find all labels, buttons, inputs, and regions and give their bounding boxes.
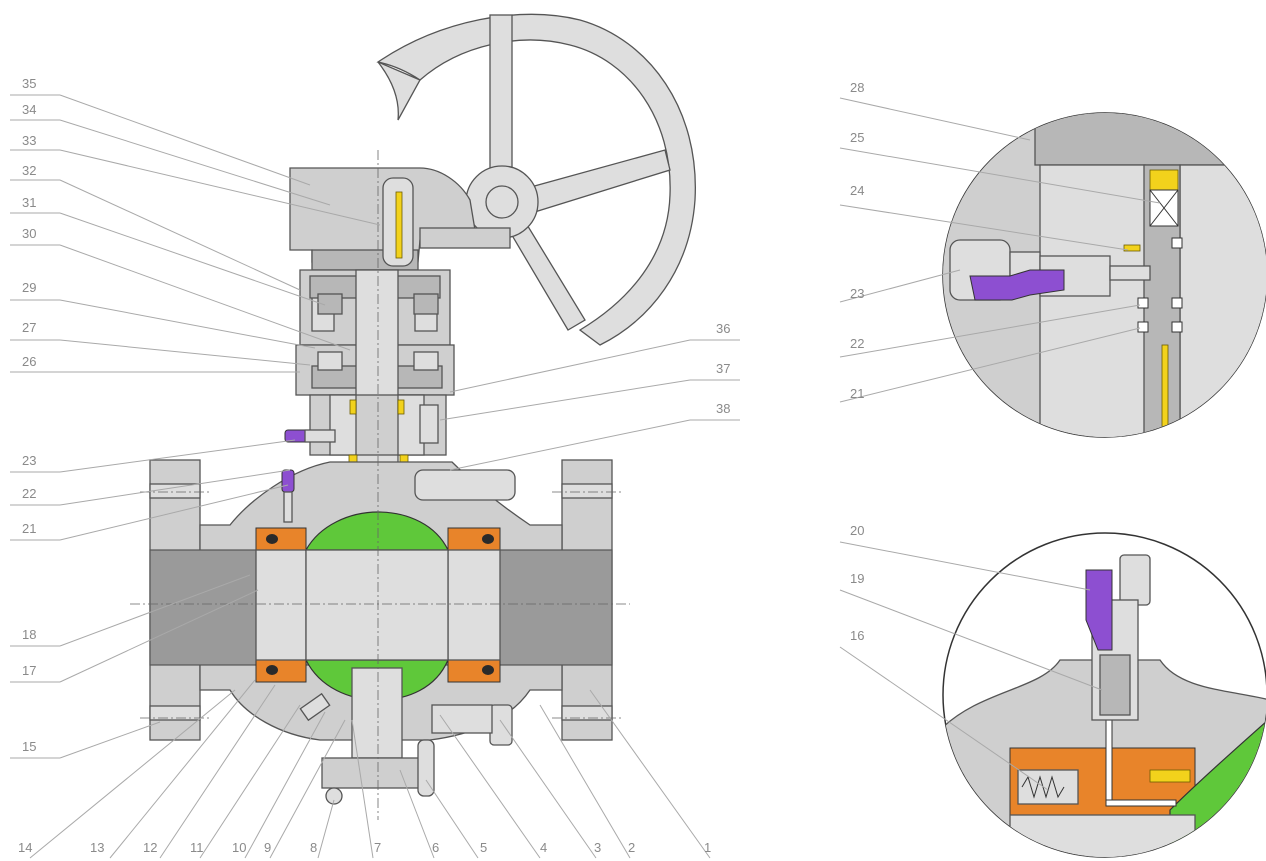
callout-14: 14 bbox=[18, 840, 32, 855]
grease-injector-top bbox=[281, 429, 336, 523]
detail-callout-19: 19 bbox=[850, 571, 864, 586]
callout-37: 37 bbox=[716, 361, 730, 376]
callout-12: 12 bbox=[143, 840, 157, 855]
detail-callout-24: 24 bbox=[850, 183, 864, 198]
callout-27: 27 bbox=[22, 320, 36, 335]
detail-callout-25: 25 bbox=[850, 130, 864, 145]
callout-10: 10 bbox=[232, 840, 246, 855]
detail-view-stem-injector: 28 25 24 23 22 21 bbox=[839, 80, 1266, 438]
detail-callout-22: 22 bbox=[850, 336, 864, 351]
detail-view-seat-injector: 20 19 16 bbox=[839, 523, 1266, 858]
detail-callout-28: 28 bbox=[850, 80, 864, 95]
callout-26: 26 bbox=[22, 354, 36, 369]
lower-trunnion bbox=[321, 667, 435, 805]
callout-1: 1 bbox=[704, 840, 711, 855]
callout-38: 38 bbox=[716, 401, 730, 416]
callout-35: 35 bbox=[22, 76, 36, 91]
callout-9: 9 bbox=[264, 840, 271, 855]
callout-34: 34 bbox=[22, 102, 36, 117]
callout-15: 15 bbox=[22, 739, 36, 754]
callout-30: 30 bbox=[22, 226, 36, 241]
callout-2: 2 bbox=[628, 840, 635, 855]
callout-11: 11 bbox=[190, 840, 204, 855]
callout-18: 18 bbox=[22, 627, 36, 642]
bottom-callouts: 14 13 12 11 10 9 8 7 6 5 4 3 2 1 bbox=[18, 679, 711, 859]
handwheel bbox=[376, 13, 696, 346]
right-callouts: 36 37 38 bbox=[439, 321, 740, 471]
left-callouts: 35 34 33 32 31 30 29 27 26 23 22 21 18 1… bbox=[10, 76, 381, 759]
callout-4: 4 bbox=[540, 840, 547, 855]
detail-callout-20: 20 bbox=[850, 523, 864, 538]
detail-callout-23: 23 bbox=[850, 286, 864, 301]
callout-21: 21 bbox=[22, 521, 36, 536]
detail-callout-21: 21 bbox=[850, 386, 864, 401]
callout-31: 31 bbox=[22, 195, 36, 210]
callout-3: 3 bbox=[594, 840, 601, 855]
callout-32: 32 bbox=[22, 163, 36, 178]
seat-rings bbox=[255, 527, 501, 683]
callout-5: 5 bbox=[480, 840, 487, 855]
callout-13: 13 bbox=[90, 840, 104, 855]
drain-plug bbox=[299, 692, 331, 722]
callout-7: 7 bbox=[374, 840, 381, 855]
gearbox bbox=[289, 167, 511, 271]
detail-callout-16: 16 bbox=[850, 628, 864, 643]
callout-36: 36 bbox=[716, 321, 730, 336]
callout-29: 29 bbox=[22, 280, 36, 295]
callout-6: 6 bbox=[432, 840, 439, 855]
callout-33: 33 bbox=[22, 133, 36, 148]
callout-22: 22 bbox=[22, 486, 36, 501]
callout-8: 8 bbox=[310, 840, 317, 855]
callout-23: 23 bbox=[22, 453, 36, 468]
callout-17: 17 bbox=[22, 663, 36, 678]
